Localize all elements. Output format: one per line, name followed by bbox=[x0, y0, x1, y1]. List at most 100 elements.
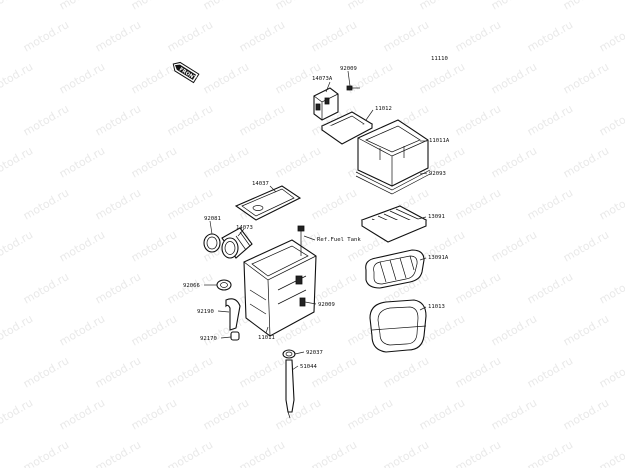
watermark-text: motod.ru bbox=[381, 18, 431, 54]
label-92081: 92081 bbox=[204, 216, 221, 222]
watermark-text: motod.ru bbox=[165, 102, 215, 138]
label-11012: 11012 bbox=[375, 106, 392, 112]
watermark-text: motod.ru bbox=[129, 396, 179, 432]
watermark-text: motod.ru bbox=[0, 228, 35, 264]
seal-92093 bbox=[355, 169, 431, 195]
watermark-text: motod.ru bbox=[165, 18, 215, 54]
label-92066: 92066 bbox=[183, 283, 200, 289]
clamp-92037 bbox=[282, 349, 296, 359]
filter-11013 bbox=[369, 299, 427, 353]
watermark-text: motod.ru bbox=[273, 144, 323, 180]
watermark-text: motod.ru bbox=[525, 438, 575, 468]
watermark-text: motod.ru bbox=[21, 186, 71, 222]
watermark-text: motod.ru bbox=[597, 18, 625, 54]
watermark-text: motod.ru bbox=[489, 312, 539, 348]
gasket-14037 bbox=[234, 185, 302, 221]
watermark-text: motod.ru bbox=[237, 438, 287, 468]
filter-13091a bbox=[365, 249, 425, 289]
screw-92009-top bbox=[346, 85, 360, 91]
watermark-text: motod.ru bbox=[21, 270, 71, 306]
watermark-text: motod.ru bbox=[57, 312, 107, 348]
watermark-text: motod.ru bbox=[237, 354, 287, 390]
watermark-text: motod.ru bbox=[129, 312, 179, 348]
watermark-text: motod.ru bbox=[597, 102, 625, 138]
watermark-text: motod.ru bbox=[597, 186, 625, 222]
label-92093: 92093 bbox=[429, 171, 446, 177]
watermark-text: motod.ru bbox=[21, 102, 71, 138]
watermark-text: motod.ru bbox=[273, 396, 323, 432]
watermark-text: motod.ru bbox=[453, 102, 503, 138]
watermark-text: motod.ru bbox=[453, 270, 503, 306]
watermark-text: motod.ru bbox=[129, 60, 179, 96]
leader-lines bbox=[204, 70, 428, 371]
watermark-text: motod.ru bbox=[237, 102, 287, 138]
watermark-text: motod.ru bbox=[57, 60, 107, 96]
hose-51044 bbox=[285, 359, 295, 419]
watermark-text: motod.ru bbox=[201, 396, 251, 432]
watermark-text: motod.ru bbox=[237, 18, 287, 54]
watermark-text: motod.ru bbox=[453, 18, 503, 54]
watermark-text: motod.ru bbox=[129, 0, 179, 13]
grommet-92066 bbox=[216, 279, 232, 291]
airbox-11011 bbox=[243, 239, 317, 337]
watermark-text: motod.ru bbox=[561, 228, 611, 264]
watermark-text: motod.ru bbox=[417, 60, 467, 96]
watermark-text: motod.ru bbox=[129, 228, 179, 264]
watermark-text: motod.ru bbox=[489, 228, 539, 264]
hose-92190 bbox=[225, 298, 241, 331]
watermark-text: motod.ru bbox=[345, 396, 395, 432]
label-13091a: 13091A bbox=[428, 255, 449, 261]
label-14073: 14073 bbox=[236, 225, 253, 231]
clamp-92081 bbox=[203, 233, 221, 253]
watermark-text: motod.ru bbox=[201, 60, 251, 96]
label-14037: 14037 bbox=[252, 181, 269, 187]
watermark-text: motod.ru bbox=[21, 18, 71, 54]
watermark-text: motod.ru bbox=[561, 60, 611, 96]
watermark-text: motod.ru bbox=[345, 0, 395, 13]
watermark-text: motod.ru bbox=[57, 0, 107, 13]
watermark-text: motod.ru bbox=[93, 102, 143, 138]
label-14073a: 14073A bbox=[312, 76, 333, 82]
watermark-text: motod.ru bbox=[93, 18, 143, 54]
watermark-text: motod.ru bbox=[273, 0, 323, 13]
watermark-text: motod.ru bbox=[0, 396, 35, 432]
label-11011a: 11011A bbox=[429, 138, 450, 144]
label-92037: 92037 bbox=[306, 350, 323, 356]
watermark-text: motod.ru bbox=[57, 144, 107, 180]
label-ref-fuel-tank: Ref.Fuel Tank bbox=[317, 237, 361, 243]
watermark-text: motod.ru bbox=[201, 0, 251, 13]
watermark-text: motod.ru bbox=[525, 186, 575, 222]
watermark-text: motod.ru bbox=[453, 186, 503, 222]
watermark-text: motod.ru bbox=[0, 312, 35, 348]
watermark-text: motod.ru bbox=[525, 354, 575, 390]
watermark-text: motod.ru bbox=[129, 144, 179, 180]
watermark-text: motod.ru bbox=[0, 0, 35, 13]
label-13091: 13091 bbox=[428, 214, 445, 220]
filter-13091 bbox=[360, 205, 428, 243]
front-arrow-icon: FRONT bbox=[172, 61, 200, 84]
watermark-text: motod.ru bbox=[93, 270, 143, 306]
watermark-text: motod.ru bbox=[453, 354, 503, 390]
watermark-text: motod.ru bbox=[489, 60, 539, 96]
watermark-text: motod.ru bbox=[561, 0, 611, 13]
diagram-code: 11110 bbox=[431, 56, 448, 62]
watermark-text: motod.ru bbox=[489, 396, 539, 432]
watermark-text: motod.ru bbox=[561, 144, 611, 180]
watermark-text: motod.ru bbox=[561, 396, 611, 432]
watermark-text: motod.ru bbox=[417, 0, 467, 13]
label-92190: 92190 bbox=[197, 309, 214, 315]
watermark-text: motod.ru bbox=[201, 312, 251, 348]
watermark-text: motod.ru bbox=[381, 354, 431, 390]
watermark-text: motod.ru bbox=[57, 228, 107, 264]
watermark-text: motod.ru bbox=[57, 396, 107, 432]
cap-92170 bbox=[230, 331, 240, 341]
label-92170: 92170 bbox=[200, 336, 217, 342]
label-11013: 11013 bbox=[428, 304, 445, 310]
bolt-fuel-tank bbox=[297, 225, 305, 256]
watermark-text: motod.ru bbox=[93, 438, 143, 468]
watermark-text: motod.ru bbox=[597, 270, 625, 306]
watermark-text: motod.ru bbox=[561, 312, 611, 348]
watermark-text: motod.ru bbox=[309, 438, 359, 468]
